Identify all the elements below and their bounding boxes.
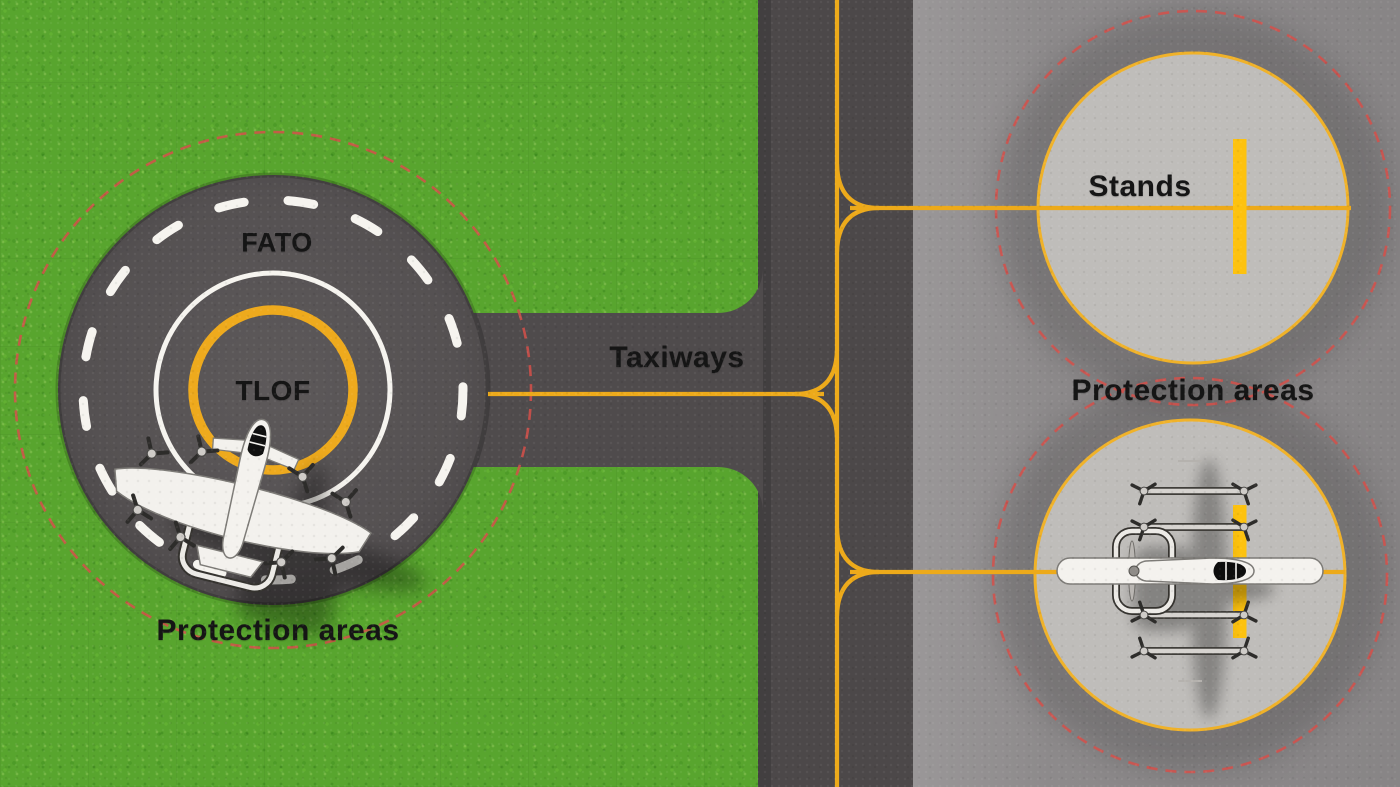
stand-bottom-protection-circle [991,376,1389,774]
road-fillet-bottom [718,467,763,512]
stand-top-stop-bar [1233,139,1247,274]
stands-label: Stands [1088,170,1192,203]
road-fillet-top [718,268,763,313]
protection-areas-left-label: Protection areas [156,614,400,647]
tlof-label: TLOF [235,375,311,406]
protection-areas-right-label: Protection areas [1071,374,1315,407]
fato-protection-area-circle [13,130,533,650]
tlof-ring [188,305,358,475]
fato-label: FATO [241,227,313,258]
taxiways-label: Taxiways [609,341,745,374]
